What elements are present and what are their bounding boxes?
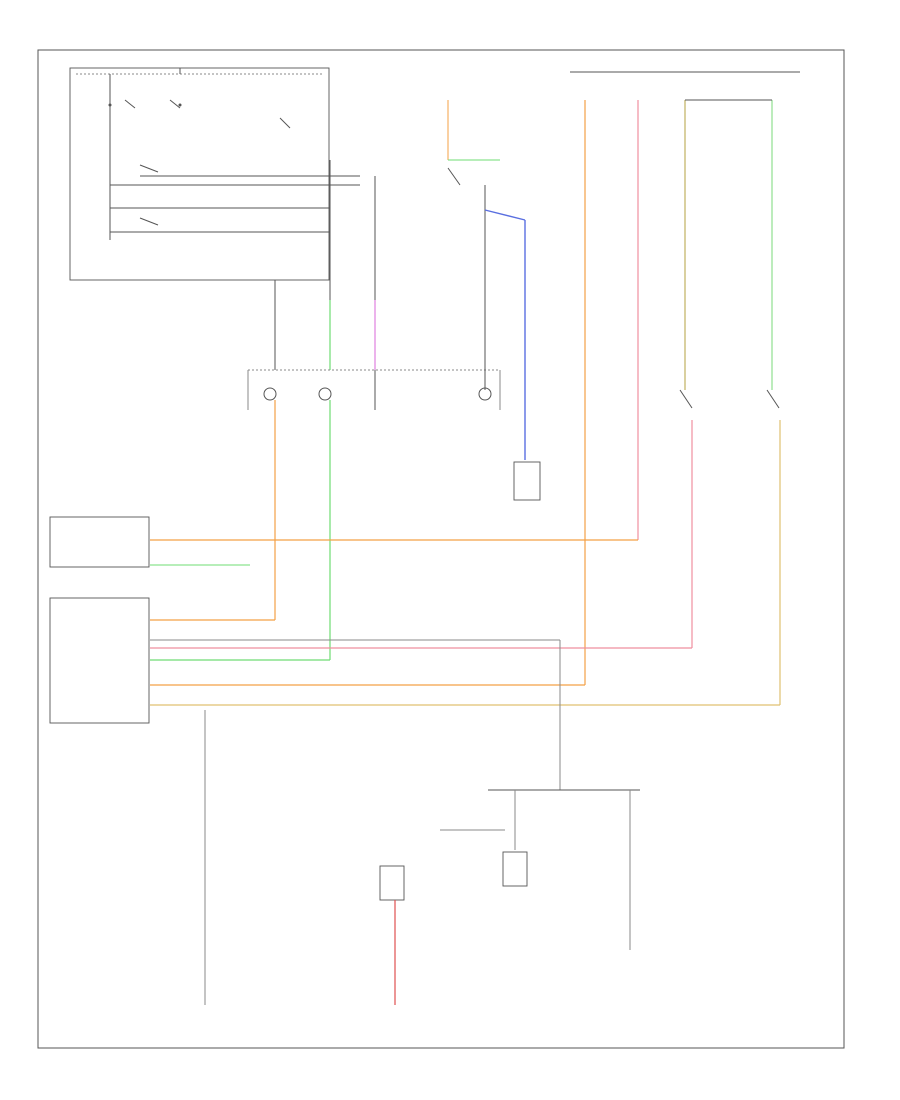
connector-row [247,369,501,410]
diagram-frame [37,49,845,1049]
top-right-fuses [570,71,800,685]
top-left-switch-box [69,67,360,281]
center-splice [379,789,640,950]
speed-control-module [49,597,150,724]
center-switch [447,100,541,501]
instrument-cluster [49,516,150,568]
